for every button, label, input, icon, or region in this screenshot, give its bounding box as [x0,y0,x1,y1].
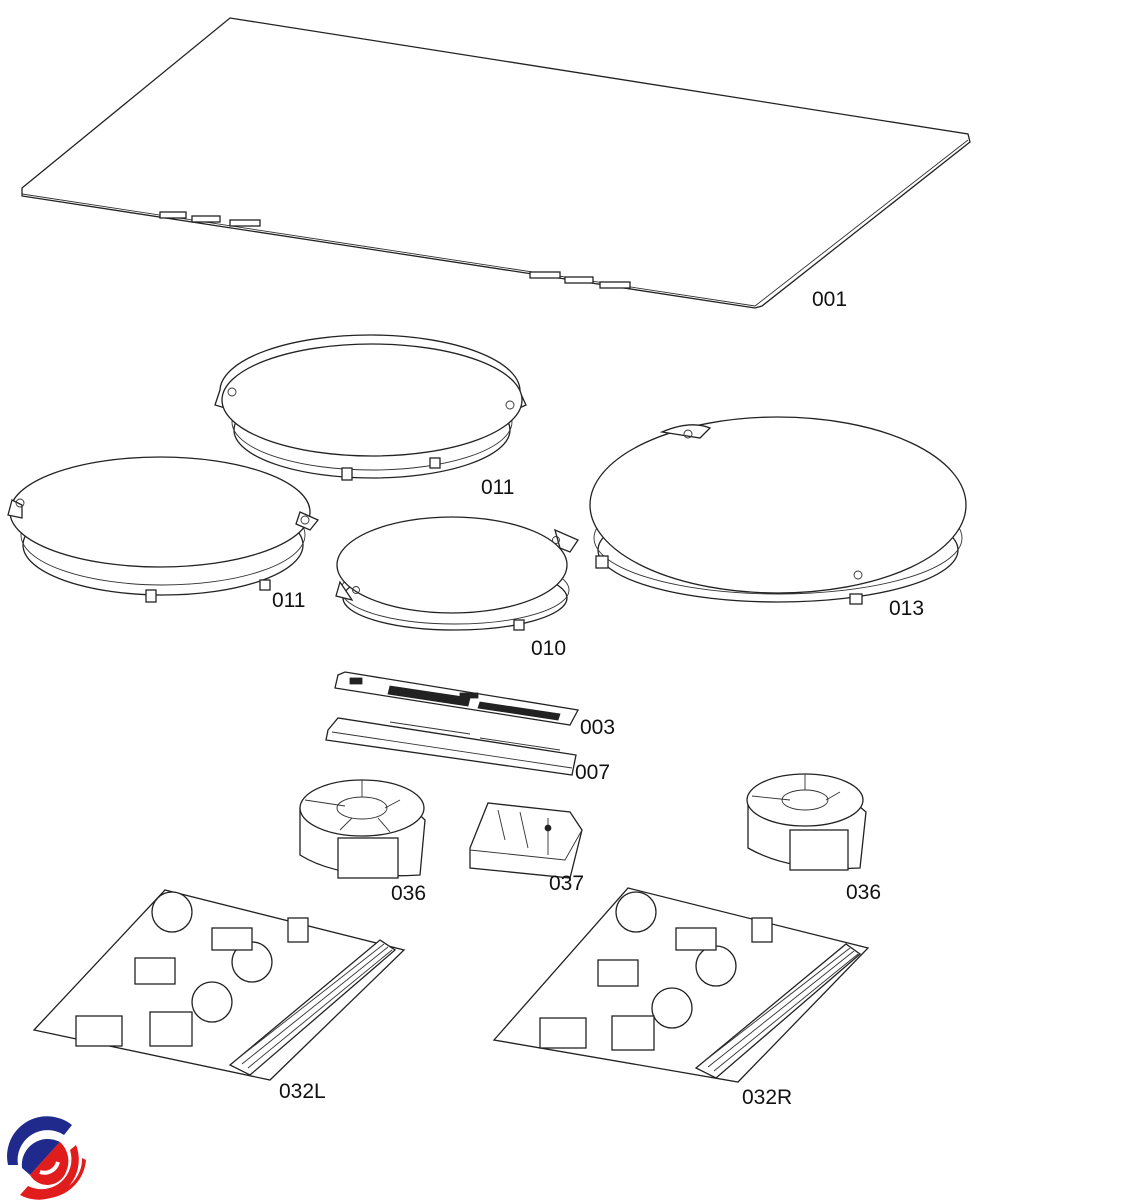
part-label-007: 007 [575,761,611,784]
part-032L-power-board-left [32,889,406,1081]
part-011-coil-front [7,456,320,603]
part-032R-power-board-right [492,887,870,1083]
part-label-013: 013 [889,597,925,620]
part-011-coil-rear [214,334,527,481]
part-label-010: 010 [531,637,567,660]
part-label-037: 037 [549,872,585,895]
part-001-glass-top [21,17,971,309]
part-label-036-right: 036 [846,881,882,904]
part-007-board-holder [325,717,577,776]
part-label-032L: 032L [279,1080,326,1103]
part-label-003: 003 [580,716,616,739]
part-036-fan-left [299,779,426,879]
part-label-011-rear: 011 [481,476,515,499]
part-013-coil-large [589,416,967,605]
part-label-036-left: 036 [391,882,427,905]
part-037-filter-module [469,802,583,879]
part-003-control-board [334,671,580,726]
part-010-coil-small [335,516,579,631]
part-label-001: 001 [812,288,848,311]
part-036-fan-right [746,773,867,871]
brand-logo [7,1116,86,1200]
part-label-011-front: 011 [272,589,306,612]
part-label-032R: 032R [742,1086,793,1109]
